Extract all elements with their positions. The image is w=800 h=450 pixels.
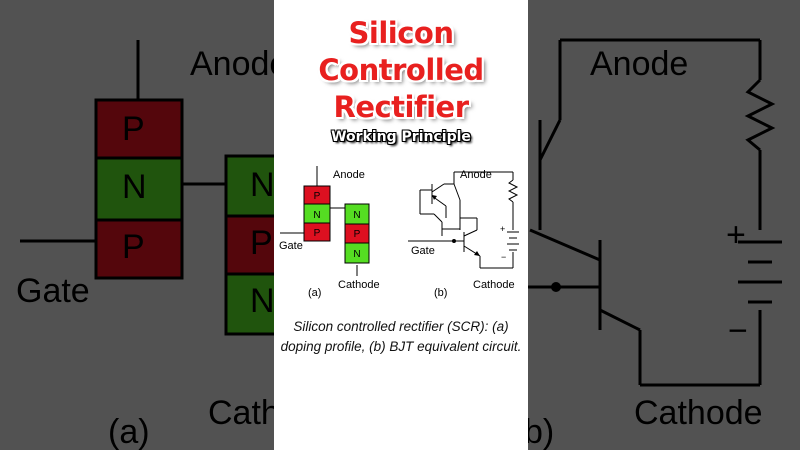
tag-b: (b) [434,287,447,299]
gate-junction-dot [452,239,456,243]
emitter-arrow-lower [474,251,480,256]
bjt-equivalent-circuit [408,171,519,269]
figure-caption: Silicon controlled rectifier (SCR): (a) … [280,319,522,354]
tag-a: (a) [308,287,321,299]
gate-label-a: Gate [279,240,303,252]
subtitle: Working Principle [331,129,471,145]
scr-diagram: P N P N P N Anode Gate Cathode (a) [279,166,519,299]
layer-label-2: N [313,210,320,221]
cathode-label-a: Cathode [338,279,380,291]
layer-label-3: P [314,228,321,239]
title-line-3: Rectifier [333,90,469,124]
emitter-arrow-upper [432,195,437,200]
layer-n-right-bottom [344,242,370,264]
bg-dim-left [0,0,274,450]
gate-label-b: Gate [411,245,435,257]
layer-label-4: N [353,210,360,221]
title-line-1: Silicon [348,16,454,50]
battery-minus: − [501,252,506,262]
battery-plus: + [500,224,505,234]
cathode-label-b: Cathode [473,279,515,291]
layer-label-5: P [354,229,361,240]
bg-dim-right [528,0,800,450]
content-panel: Silicon Controlled Rectifier Working Pri… [274,0,528,450]
anode-label-a: Anode [333,169,365,181]
layer-label-1: P [314,191,321,202]
anode-label-b: Anode [460,169,492,181]
resistor-symbol [507,179,519,203]
layer-p-bottom [303,222,331,242]
layer-label-6: N [353,249,360,260]
doping-profile-diagram [280,166,370,276]
title-line-2: Controlled [318,53,484,87]
